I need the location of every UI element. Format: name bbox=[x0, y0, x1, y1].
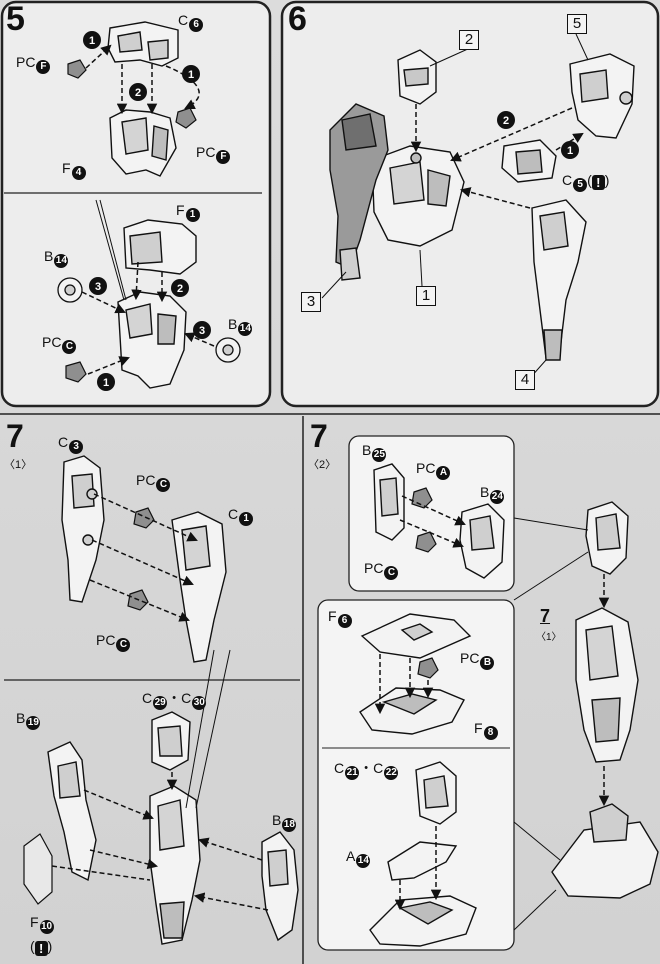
part-f1 bbox=[123, 219, 197, 275]
assembly-leg-step7a bbox=[149, 785, 201, 945]
step-6-number: 6 bbox=[288, 0, 307, 38]
step-5-number: 5 bbox=[6, 0, 25, 38]
pc-f-left-part bbox=[67, 59, 87, 79]
box-5: 5 bbox=[567, 14, 587, 34]
svg-text:1: 1 bbox=[188, 69, 194, 81]
part-c3 bbox=[61, 455, 105, 603]
part-b24-inset bbox=[459, 503, 505, 579]
step-7a-sub: 〈1〉 bbox=[4, 459, 33, 471]
pc-c-step5-part bbox=[65, 361, 87, 383]
box-1: 1 bbox=[416, 286, 436, 306]
label-f10-warning: (!) bbox=[30, 938, 53, 956]
part-c5 bbox=[501, 139, 557, 183]
svg-text:2: 2 bbox=[503, 115, 509, 127]
box-4: 4 bbox=[515, 370, 535, 390]
svg-text:1: 1 bbox=[567, 145, 573, 157]
ref-step-7-1-sub: 〈1〉 bbox=[536, 632, 562, 643]
part-arm-4 bbox=[531, 199, 587, 361]
assembly-foot-step7b bbox=[551, 803, 659, 899]
ref-step-7-1: 7 bbox=[540, 606, 551, 626]
pc-b-part bbox=[417, 657, 439, 679]
step-7a-number: 7 bbox=[6, 418, 24, 454]
part-b18 bbox=[261, 831, 299, 942]
part-head-2 bbox=[397, 49, 437, 105]
box-3: 3 bbox=[301, 292, 321, 312]
warning-icon: ! bbox=[591, 175, 605, 190]
pc-c-inset-part bbox=[415, 531, 437, 553]
panel-step5 bbox=[0, 0, 272, 408]
part-c21-c22 bbox=[415, 761, 457, 825]
part-b25 bbox=[373, 463, 405, 541]
part-c1 bbox=[171, 511, 227, 663]
step-7b-number: 7 bbox=[310, 418, 328, 454]
svg-text:1: 1 bbox=[103, 377, 109, 389]
step-markers-step5-bottom: 3 2 3 1 bbox=[89, 277, 211, 391]
part-b24 bbox=[585, 501, 629, 575]
box-2: 2 bbox=[459, 30, 479, 50]
part-a14 bbox=[387, 841, 458, 881]
part-f10 bbox=[23, 833, 53, 905]
assembly-leg-step7b bbox=[575, 607, 639, 763]
step-7b-sub: 〈2〉 bbox=[308, 459, 337, 471]
svg-text:2: 2 bbox=[135, 87, 141, 99]
part-c29-c30 bbox=[151, 711, 191, 771]
part-c6 bbox=[107, 21, 179, 67]
svg-text:3: 3 bbox=[199, 325, 205, 337]
pc-c-upper-part bbox=[133, 507, 155, 529]
part-torso-1 bbox=[371, 145, 465, 247]
warning-icon: ! bbox=[34, 941, 48, 956]
step-markers-step5-top: 1 2 1 bbox=[83, 31, 200, 101]
step-markers-step6: 2 1 bbox=[497, 111, 579, 159]
svg-text:2: 2 bbox=[177, 283, 183, 295]
part-arm-3 bbox=[329, 103, 389, 281]
part-f4 bbox=[109, 109, 177, 177]
part-f6 bbox=[360, 613, 472, 659]
svg-text:3: 3 bbox=[95, 281, 101, 293]
part-b19 bbox=[47, 741, 97, 882]
part-f8 bbox=[359, 687, 465, 735]
part-shoulder-5 bbox=[569, 53, 635, 139]
assembly-step5-bottom bbox=[117, 291, 187, 389]
svg-text:1: 1 bbox=[89, 35, 95, 47]
